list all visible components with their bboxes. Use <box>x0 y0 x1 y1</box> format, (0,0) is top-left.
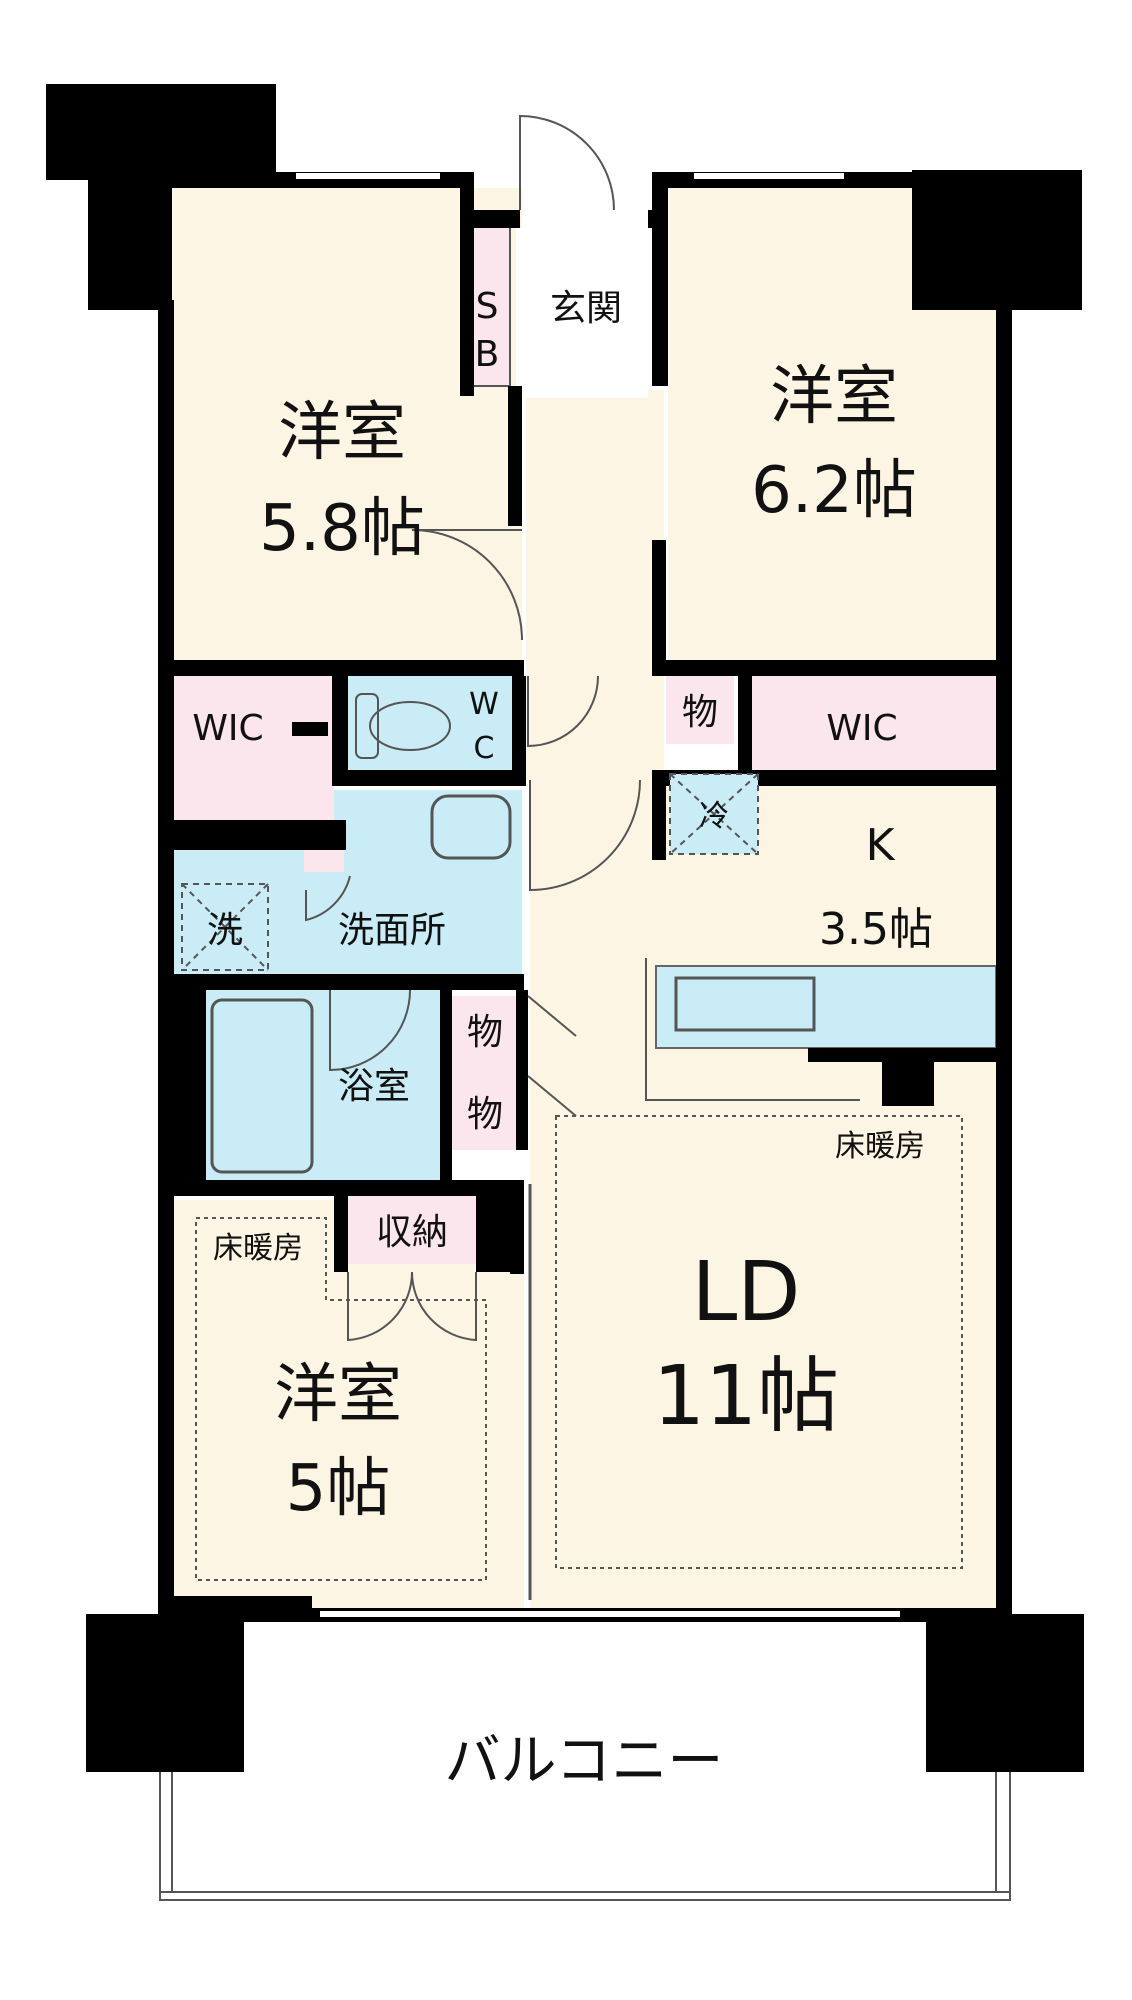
label-bathroom: 浴室 <box>338 1066 410 1107</box>
wall-wic-s <box>172 820 346 850</box>
room-kitchen-size: 3.5帖 <box>819 904 933 955</box>
closet-door-swing <box>347 1271 477 1342</box>
column-nw <box>46 84 276 180</box>
column-ne <box>912 170 1082 310</box>
floor-storage-2 <box>452 996 518 1076</box>
floor-wic-right <box>752 676 996 772</box>
wall-ne-west <box>652 540 666 670</box>
column-se <box>926 1614 1084 1772</box>
floor-storage-1 <box>666 676 734 744</box>
toilet-tank <box>355 693 379 759</box>
floor-wc <box>346 676 520 776</box>
entrance-door-swing <box>519 114 615 211</box>
label-wc-w: W <box>469 687 499 722</box>
room-western-sw-size: 5帖 <box>286 1452 391 1526</box>
wash-door-swing <box>305 875 351 922</box>
label-balcony: バルコニー <box>445 1729 724 1794</box>
washer-space <box>181 883 269 971</box>
label-storage-2: 物 <box>467 1012 503 1053</box>
room-ld-size: 11帖 <box>653 1349 839 1444</box>
wall-east <box>996 300 1012 1620</box>
wall-wic-stub <box>292 722 328 736</box>
room-western-sw-name: 洋室 <box>274 1358 402 1432</box>
room-kitchen-name: K <box>866 820 896 871</box>
floor-storage-3 <box>452 1076 518 1150</box>
wall-ne-south <box>652 660 998 676</box>
wall-sw-south-stub <box>172 1596 312 1616</box>
wall-nw-east <box>508 386 522 526</box>
column-kitchen <box>882 1056 934 1106</box>
wall-store-east <box>516 990 528 1150</box>
label-wc-c: C <box>474 731 495 766</box>
wall-wc-south <box>334 770 526 786</box>
wall-entrance-left <box>460 210 520 228</box>
wall-ne-vertical <box>652 172 668 386</box>
label-shoebox-s: S <box>476 286 499 327</box>
balcony-outline <box>159 1772 1011 1901</box>
wall-west <box>158 300 174 1620</box>
label-floor-heating-room: 床暖房 <box>213 1231 303 1266</box>
wall-bath-west <box>172 988 206 1184</box>
label-storage-3: 物 <box>467 1094 503 1135</box>
floor-hallway <box>526 390 664 780</box>
fixtures <box>159 114 1011 1901</box>
room-western-ne-name: 洋室 <box>770 360 898 434</box>
wall-wic-wc <box>332 676 348 786</box>
ld-door-swing <box>529 779 641 892</box>
floor-heating-room-area <box>195 1217 487 1581</box>
wall-ld-west <box>510 1184 524 1274</box>
wall-nw-south <box>172 660 524 676</box>
bath-door-swing <box>329 989 411 1072</box>
label-fridge: 冷 <box>699 799 729 834</box>
wc-door-swing <box>527 675 599 748</box>
floor-entrance <box>516 228 648 398</box>
wall-fridge-west <box>652 770 666 860</box>
wall-wc-east <box>512 676 526 776</box>
label-wic-left: WIC <box>192 708 263 749</box>
label-washer: 洗 <box>207 910 243 951</box>
wall-counter-end <box>808 1048 998 1062</box>
wall-closet-west <box>334 1190 348 1272</box>
floor-ld <box>530 1100 998 1620</box>
room-western-ne-size: 6.2帖 <box>751 454 917 528</box>
nw-door-swing <box>411 529 523 641</box>
room-western-nw-name: 洋室 <box>278 396 406 470</box>
room-ld-name: LD <box>692 1245 801 1340</box>
label-wic-right: WIC <box>826 708 897 749</box>
wall-wic-right-west <box>738 676 752 772</box>
storage-door-swing <box>527 995 577 1117</box>
wall-north-mid <box>460 172 474 396</box>
wall-bath-south <box>172 1180 524 1196</box>
walls <box>46 84 1084 1772</box>
label-storage-1: 物 <box>682 692 718 733</box>
toilet-bowl <box>369 701 451 751</box>
wall-wash-south <box>172 974 524 990</box>
column-nw-2 <box>88 170 172 310</box>
sink-basin <box>674 976 816 1032</box>
label-floor-heating-ld: 床暖房 <box>835 1129 925 1164</box>
kitchen-partition <box>645 958 860 1101</box>
column-sw <box>86 1614 244 1772</box>
room-western-nw-size: 5.8帖 <box>259 492 425 566</box>
label-washroom: 洗面所 <box>338 910 446 951</box>
floor-heating-ld-area <box>555 1115 963 1569</box>
label-closet: 収納 <box>376 1212 448 1253</box>
washbasin <box>430 794 512 860</box>
labels: 洋室 5.8帖 洋室 6.2帖 洋室 5帖 LD 11帖 K 3.5帖 玄関 S… <box>192 286 933 1794</box>
floor-closet <box>346 1196 476 1264</box>
bathtub <box>210 998 314 1174</box>
wall-bath-east <box>440 990 452 1180</box>
label-shoebox-b: B <box>475 334 500 375</box>
label-entrance: 玄関 <box>550 288 622 329</box>
floor-wic-left <box>174 676 334 820</box>
